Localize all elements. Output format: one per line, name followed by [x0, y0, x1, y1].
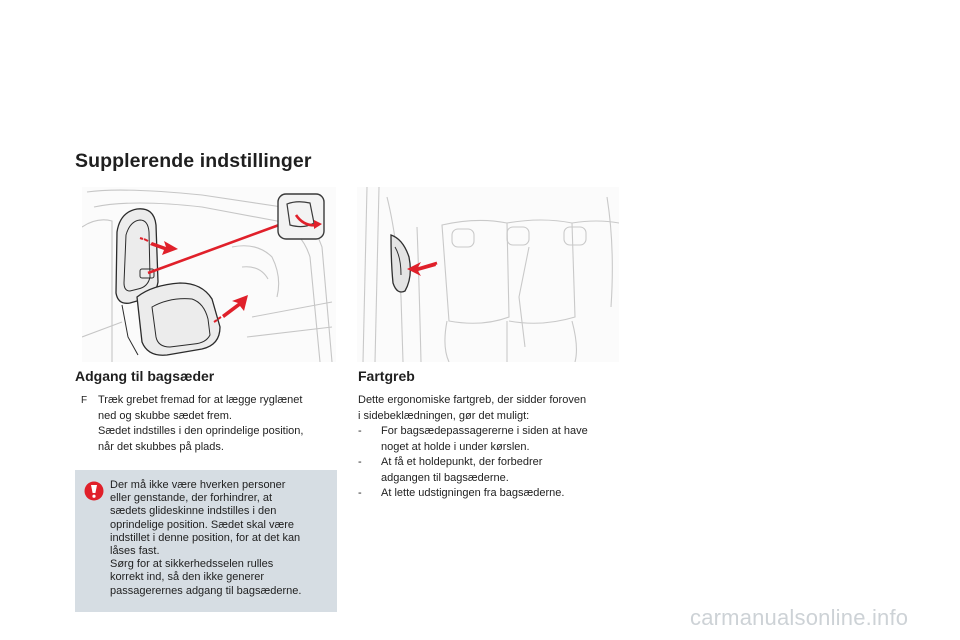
list-item: - At få et holdepunkt, der forbedrer adg…: [358, 455, 613, 486]
step-line: Sædet indstilles i den oprindelige posit…: [98, 425, 304, 438]
warning-text: Der må ikke være hverken personer eller …: [110, 479, 332, 598]
step-bullet-icon: F: [81, 395, 88, 406]
seat-lever-drawing: [82, 187, 336, 362]
warning-line: sædets glideskinne indstilles i den: [110, 505, 277, 518]
warning-exclamation-icon: [84, 481, 104, 501]
page-title: Supplerende indstillinger: [75, 150, 312, 172]
grab-handle-illustration: [357, 187, 619, 362]
rear-access-heading: Adgang til bagsæder: [75, 368, 215, 384]
grab-handles-list: - For bagsædepassagererne i siden at hav…: [358, 424, 613, 502]
list-item: - For bagsædepassagererne i siden at hav…: [358, 424, 613, 455]
watermark: carmanualsonline.info: [690, 605, 909, 630]
warning-line: korrekt ind, så den ikke generer: [110, 571, 265, 584]
warning-line: oprindelige position. Sædet skal være: [110, 518, 295, 531]
warning-line: Der må ikke være hverken personer: [110, 479, 286, 491]
grab-handles-heading: Fartgreb: [358, 368, 415, 384]
intro-line: i sidebeklædningen, gør det muligt:: [358, 409, 530, 422]
dash-marker: -: [358, 425, 362, 437]
step-line: Træk grebet fremad for at lægge ryglænet: [98, 394, 303, 406]
warning-box: Der må ikke være hverken personer eller …: [75, 470, 337, 612]
seat-lever-illustration: [82, 187, 336, 362]
dash-marker: -: [358, 487, 362, 500]
rear-access-step: F Træk grebet fremad for at lægge ryglæn…: [75, 393, 337, 455]
list-line: noget at holde i under kørslen.: [381, 440, 530, 453]
dash-marker: -: [358, 456, 362, 469]
grab-handles-intro: Dette ergonomiske fartgreb, der sidder f…: [358, 393, 608, 424]
list-item: - At lette udstigningen fra bagsæderne.: [358, 486, 613, 502]
list-line: At få et holdepunkt, der forbedrer: [381, 456, 543, 469]
list-line: At lette udstigningen fra bagsæderne.: [381, 487, 565, 500]
warning-line: eller genstande, der forhindrer, at: [110, 492, 273, 505]
warning-line: passagerernes adgang til bagsæderne.: [110, 584, 302, 597]
warning-line: indstillet i denne position, for at det …: [110, 531, 301, 544]
warning-line: låses fast.: [110, 545, 160, 558]
step-line: ned og skubbe sædet frem.: [98, 409, 232, 422]
list-line: adgangen til bagsæderne.: [381, 471, 509, 484]
grab-handle-drawing: [357, 187, 619, 362]
warning-line: Sørg for at sikkerhedsselen rulles: [110, 558, 274, 571]
step-line: når det skubbes på plads.: [98, 440, 224, 453]
intro-line: Dette ergonomiske fartgreb, der sidder f…: [358, 394, 587, 406]
list-line: For bagsædepassagererne i siden at have: [381, 425, 588, 437]
